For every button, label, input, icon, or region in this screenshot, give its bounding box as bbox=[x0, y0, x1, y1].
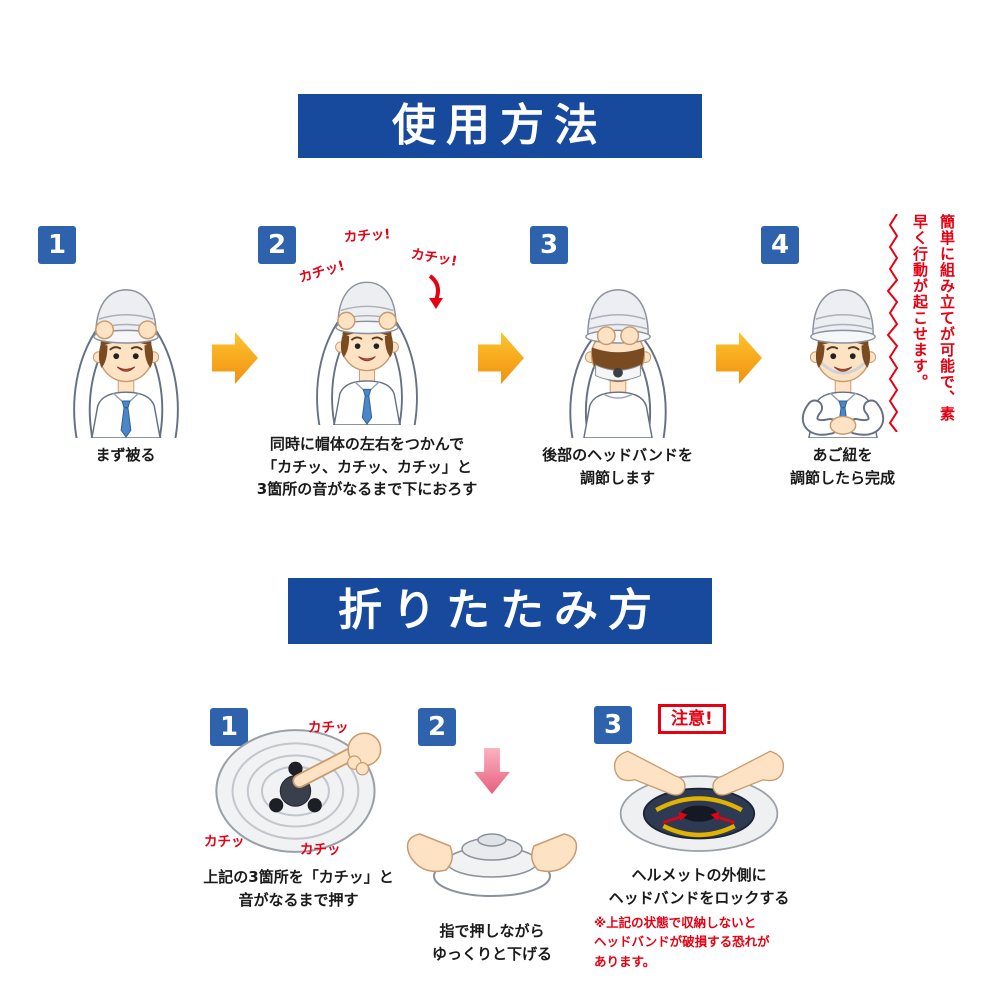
click-sound-label: カチッ bbox=[204, 834, 245, 850]
usage-step-1: 1 まず被る bbox=[28, 222, 223, 467]
usage-step-1-number: 1 bbox=[38, 226, 76, 264]
fold-step-1-caption: 上記の3箇所を「カチッ」と 音がなるまで押す bbox=[203, 868, 394, 909]
helmet-top-view-press-points-illustration: カチッ カチッ カチッ bbox=[196, 718, 401, 860]
usage-step-4-caption: あご紐を 調節したら完成 bbox=[789, 446, 895, 487]
quick-assembly-speech-bubble: 簡単に組み立てが可能で、素早く行動が起こせます。 bbox=[886, 214, 972, 438]
man-adjusting-headband-back-view-illustration bbox=[520, 248, 715, 438]
usage-step-2: 2 カチッ! カチッ! カチッ! 同時に帽体の左右をつかんで 「カチッ、カチッ、… bbox=[252, 222, 482, 501]
man-putting-on-helmet-illustration bbox=[28, 248, 223, 438]
fold-step-3-number: 3 bbox=[594, 706, 632, 744]
fold-step-3: 3 注意! ヘルメットの外側に ヘッドバンドをロックする ※上記の状態で収納しな… bbox=[584, 700, 814, 971]
caution-badge: 注意! bbox=[658, 704, 726, 735]
quick-assembly-bubble-text: 簡単に組み立てが可能で、素早く行動が起こせます。 bbox=[911, 214, 956, 422]
click-sound-label: カチッ bbox=[300, 842, 341, 858]
usage-title: 使用方法 bbox=[392, 100, 608, 151]
headband-lock-illustration bbox=[584, 744, 814, 860]
next-step-arrow-icon bbox=[478, 332, 524, 384]
folding-title: 折りたたみ方 bbox=[338, 585, 662, 636]
folding-section-banner: 折りたたみ方 bbox=[288, 578, 712, 644]
usage-step-2-number: 2 bbox=[258, 226, 296, 264]
usage-step-3-number: 3 bbox=[530, 226, 568, 264]
fold-step-2: 2 指で押しながら ゆっくりと下げる bbox=[402, 706, 582, 965]
usage-step-4: 4 あご紐を 調節したら完成 bbox=[755, 222, 930, 489]
fold-step-1-number: 1 bbox=[210, 708, 248, 746]
fold-step-1: 1 カチッ カチッ カチッ 上記の3箇所を「カチッ」と 音がなるまで押す bbox=[196, 706, 401, 911]
helmet-being-lowered-illustration bbox=[402, 792, 582, 912]
man-pressing-helmet-sides-illustration bbox=[252, 242, 482, 425]
push-down-arrow-icon bbox=[474, 748, 510, 794]
usage-step-2-caption: 同時に帽体の左右をつかんで 「カチッ、カチッ、カチッ」と 3箇所の音がなるまで下… bbox=[256, 435, 478, 498]
bubble-burst-edge-icon bbox=[886, 214, 899, 432]
click-sound-label: カチッ bbox=[308, 720, 349, 736]
fold-step-2-caption: 指で押しながら ゆっくりと下げる bbox=[431, 922, 552, 963]
fold-step-2-number: 2 bbox=[418, 708, 456, 746]
usage-step-4-number: 4 bbox=[761, 226, 799, 264]
usage-section-banner: 使用方法 bbox=[298, 94, 702, 158]
usage-step-3: 3 後部のヘッドバンドを 調節します bbox=[520, 222, 715, 489]
usage-step-3-caption: 後部のヘッドバンドを 調節します bbox=[542, 446, 693, 487]
press-down-arrow-icon bbox=[428, 274, 443, 309]
fold-step-3-warning-note: ※上記の状態で収納しないと ヘッドバンドが破損する恐れが あります。 bbox=[594, 915, 770, 969]
fold-step-3-caption: ヘルメットの外側に ヘッドバンドをロックする bbox=[608, 866, 790, 907]
usage-step-1-caption: まず被る bbox=[95, 446, 156, 464]
